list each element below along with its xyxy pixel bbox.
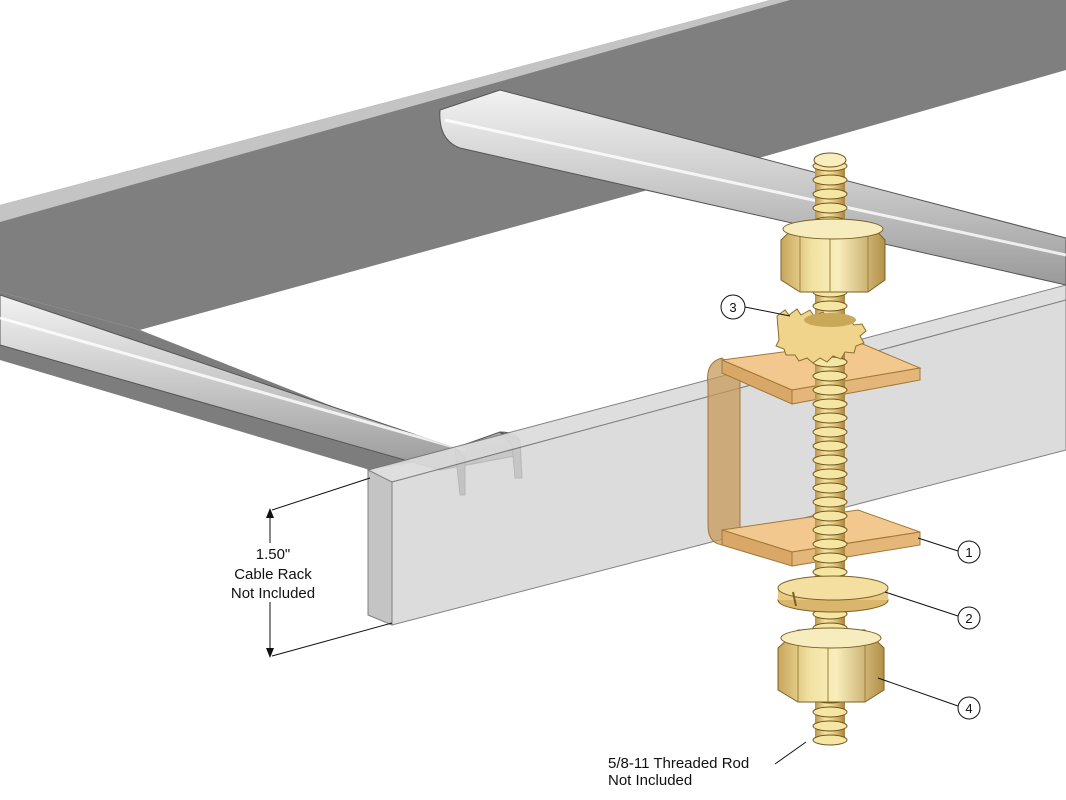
dimension-value: 1.50" [256, 546, 291, 563]
dimension-line1: Cable Rack [234, 566, 312, 583]
callout-1-bubble [957, 540, 981, 564]
callout-4-number: 4 [965, 701, 972, 716]
rod-thread [812, 538, 848, 550]
hex-nut-bottom [777, 627, 885, 703]
channel-side-face [367, 469, 393, 626]
rod-thread [812, 510, 848, 522]
rod-thread [812, 720, 848, 732]
star-washer [775, 308, 867, 364]
dimension-callout: 1.50" Cable Rack Not Included [231, 477, 393, 658]
dimension-line2: Not Included [231, 585, 315, 602]
rack-opening [140, 195, 800, 455]
rod-end-cap [813, 152, 847, 168]
rod-thread [812, 384, 848, 396]
rod-thread [812, 202, 848, 214]
rod-thread [812, 174, 848, 186]
callout-4-bubble [957, 696, 981, 720]
rod-thread [812, 566, 848, 578]
rod-thread [812, 454, 848, 466]
rod-label-line2: Not Included [608, 772, 692, 789]
rod-thread [812, 552, 848, 564]
callout-3-bubble [720, 294, 746, 320]
rack-side-rail-far-top [0, 0, 790, 222]
rod-thread [812, 398, 848, 410]
cable-rack [0, 0, 1066, 496]
rod-label: 5/8-11 Threaded Rod Not Included [608, 741, 807, 789]
rod-thread [812, 524, 848, 536]
rod-thread [812, 496, 848, 508]
rod-thread [812, 300, 848, 312]
rod-label-line1: 5/8-11 Threaded Rod [608, 755, 749, 772]
lock-washer [777, 575, 889, 613]
clamp-back-plate [707, 357, 741, 546]
rod-thread [812, 370, 848, 382]
rod-thread [812, 426, 848, 438]
rod-thread [812, 188, 848, 200]
callout-3-number: 3 [729, 300, 736, 315]
rod-thread [812, 706, 848, 718]
callout-2-bubble [957, 606, 981, 630]
rod-thread [812, 468, 848, 480]
callout-1-number: 1 [965, 545, 972, 560]
callout-2-number: 2 [965, 611, 972, 626]
hex-nut-top [780, 218, 886, 293]
rod-thread [812, 440, 848, 452]
callouts: 3 1 2 4 [720, 294, 981, 720]
rod-thread [812, 734, 848, 746]
rod-thread [812, 412, 848, 424]
rod-thread [812, 482, 848, 494]
